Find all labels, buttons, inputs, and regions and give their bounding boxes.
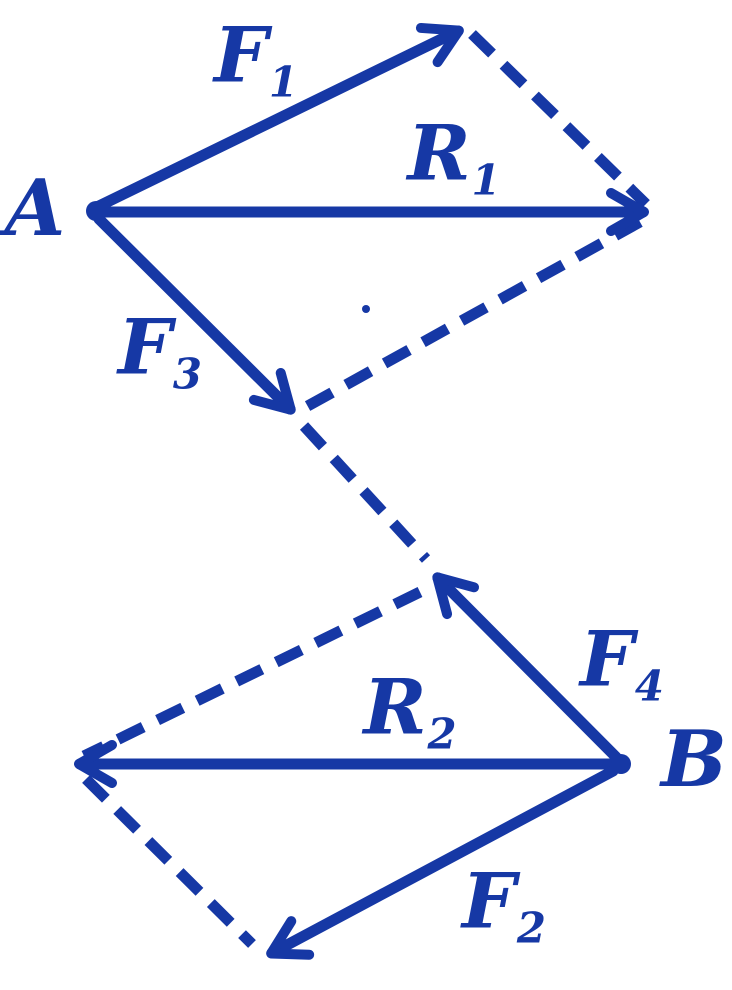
dash-R1tip-to-F3tip [303,217,643,412]
speck-dot [362,305,370,313]
dash-R2tip-to-F2tip [82,775,256,948]
dash-F4tip-to-R2tip [81,587,423,761]
point-A [86,201,106,221]
dash-F3tip-to-F4tip [299,422,431,563]
dash-F1tip-to-R1tip [468,30,650,208]
point-B [611,754,631,774]
vector-F2 [266,765,619,960]
vector-F1 [93,22,464,212]
vector-F4 [432,572,622,763]
lines-group [74,22,650,960]
vector-F3 [93,213,296,415]
